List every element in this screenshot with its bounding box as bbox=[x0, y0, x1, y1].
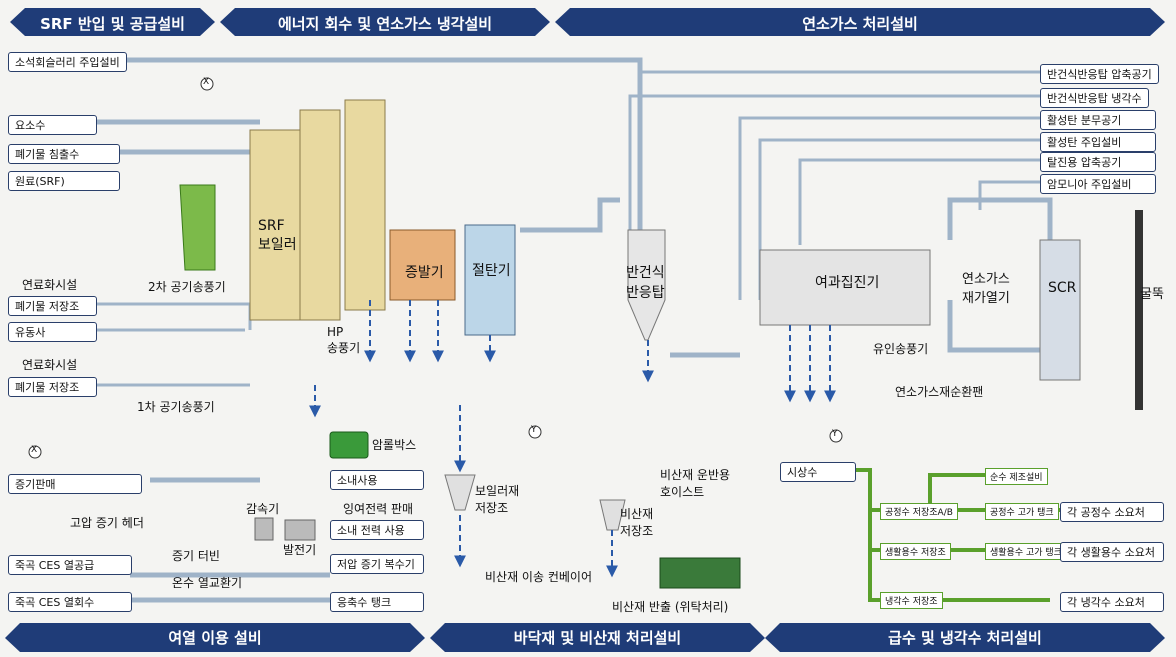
input-carbon-injection: 활성탄 주입설비 bbox=[1040, 132, 1156, 152]
turbine-label: 증기 터빈 bbox=[172, 547, 220, 564]
banner-gas: 연소가스 처리설비 bbox=[570, 8, 1150, 38]
label-fuel-facility: 연료화시설 bbox=[22, 356, 77, 373]
stack-label: 굴뚝 bbox=[1140, 283, 1164, 302]
pure-water: 순수 제조설비 bbox=[985, 468, 1048, 485]
hp-fan-label: HP 송풍기 bbox=[327, 325, 360, 356]
process-high-tank: 공정수 고가 탱크 bbox=[985, 503, 1059, 520]
surplus-label: 잉여전력 판매 bbox=[343, 500, 413, 517]
input-slaked-lime: 소석회슬러리 주입설비 bbox=[8, 52, 127, 72]
marker-y: Y bbox=[832, 429, 838, 439]
condensate-tank: 응축수 탱크 bbox=[330, 592, 424, 612]
evaporator-label: 증발기 bbox=[405, 262, 444, 282]
cooling-use: 각 냉각수 소요처 bbox=[1060, 592, 1164, 612]
bag-filter-label: 여과집진기 bbox=[815, 272, 879, 292]
exchanger-label: 온수 열교환기 bbox=[172, 574, 242, 591]
input-leachate: 폐기물 침출수 bbox=[8, 144, 120, 164]
recirc-fan-label: 연소가스재순환팬 bbox=[895, 383, 983, 400]
marker-y: Y bbox=[531, 425, 537, 435]
economizer-label: 절탄기 bbox=[472, 260, 511, 280]
export-label: 비산재 반출 (위탁처리) bbox=[612, 598, 728, 615]
living-use: 각 생활용수 소요처 bbox=[1060, 542, 1164, 562]
own-use: 소내사용 bbox=[330, 470, 424, 490]
banner-heat: 여열 이용 설비 bbox=[20, 623, 410, 652]
water-source: 시상수 bbox=[780, 462, 856, 482]
input-reactor-air: 반건식반응탑 압축공기 bbox=[1040, 64, 1159, 84]
label-primary-fan: 1차 공기송풍기 bbox=[137, 398, 215, 415]
input-fluid-sand: 유동사 bbox=[8, 322, 97, 342]
generator-label: 발전기 bbox=[283, 541, 316, 558]
own-power: 소내 전력 사용 bbox=[330, 520, 424, 540]
scr-label: SCR bbox=[1048, 280, 1076, 296]
reducer-label: 감속기 bbox=[246, 500, 279, 517]
ces-supply: 죽곡 CES 열공급 bbox=[8, 555, 132, 575]
input-carbon-air: 활성탄 분무공기 bbox=[1040, 110, 1156, 130]
steam-header: 고압 증기 헤더 bbox=[70, 514, 144, 531]
input-waste-storage: 폐기물 저장조 bbox=[8, 296, 97, 316]
reactor-label: 반건식 반응탑 bbox=[626, 262, 665, 302]
conveyor-label: 비산재 이송 컨베이어 bbox=[485, 568, 592, 585]
ammonia-box-label: 암롤박스 bbox=[372, 436, 416, 453]
banner-energy: 에너지 회수 및 연소가스 냉각설비 bbox=[235, 8, 535, 38]
living-high-tank: 생활용수 고가 탱크 bbox=[985, 543, 1067, 560]
label-secondary-fan: 2차 공기송풍기 bbox=[148, 278, 226, 295]
reheater-label: 연소가스 재가열기 bbox=[962, 268, 1010, 306]
living-tank: 생활용수 저장조 bbox=[880, 543, 951, 560]
banner-water: 급수 및 냉각수 처리설비 bbox=[780, 623, 1150, 652]
input-reactor-water: 반건식반응탑 냉각수 bbox=[1040, 88, 1149, 108]
boiler-label: SRF 보일러 bbox=[258, 218, 297, 254]
input-dust-air: 탈진용 압축공기 bbox=[1040, 152, 1156, 172]
marker-x: X bbox=[203, 77, 209, 87]
banner-ash: 바닥재 및 비산재 처리설비 bbox=[445, 623, 750, 652]
input-ammonia: 암모니아 주입설비 bbox=[1040, 174, 1156, 194]
condenser: 저압 증기 복수기 bbox=[330, 554, 424, 574]
process-tank: 공정수 저장조A/B bbox=[880, 503, 958, 520]
input-urea: 요소수 bbox=[8, 115, 97, 135]
process-use: 각 공정수 소요처 bbox=[1060, 502, 1164, 522]
cooling-tank: 냉각수 저장조 bbox=[880, 592, 943, 609]
hoist-label: 비산재 운반용 호이스트 bbox=[660, 466, 730, 500]
steam-sale: 증기판매 bbox=[8, 474, 142, 494]
marker-x: X bbox=[31, 445, 37, 455]
ces-return: 죽곡 CES 열회수 bbox=[8, 592, 132, 612]
banner-srf: SRF 반입 및 공급설비 bbox=[25, 8, 200, 38]
id-fan-label: 유인송풍기 bbox=[873, 340, 928, 357]
label-fuel-facility: 연료화시설 bbox=[22, 276, 77, 293]
input-srf: 원료(SRF) bbox=[8, 171, 120, 191]
fly-ash-tank-label: 비산재 저장조 bbox=[620, 505, 653, 539]
boiler-ash-label: 보일러재 저장조 bbox=[475, 482, 519, 516]
input-waste-storage: 폐기물 저장조 bbox=[8, 377, 97, 397]
